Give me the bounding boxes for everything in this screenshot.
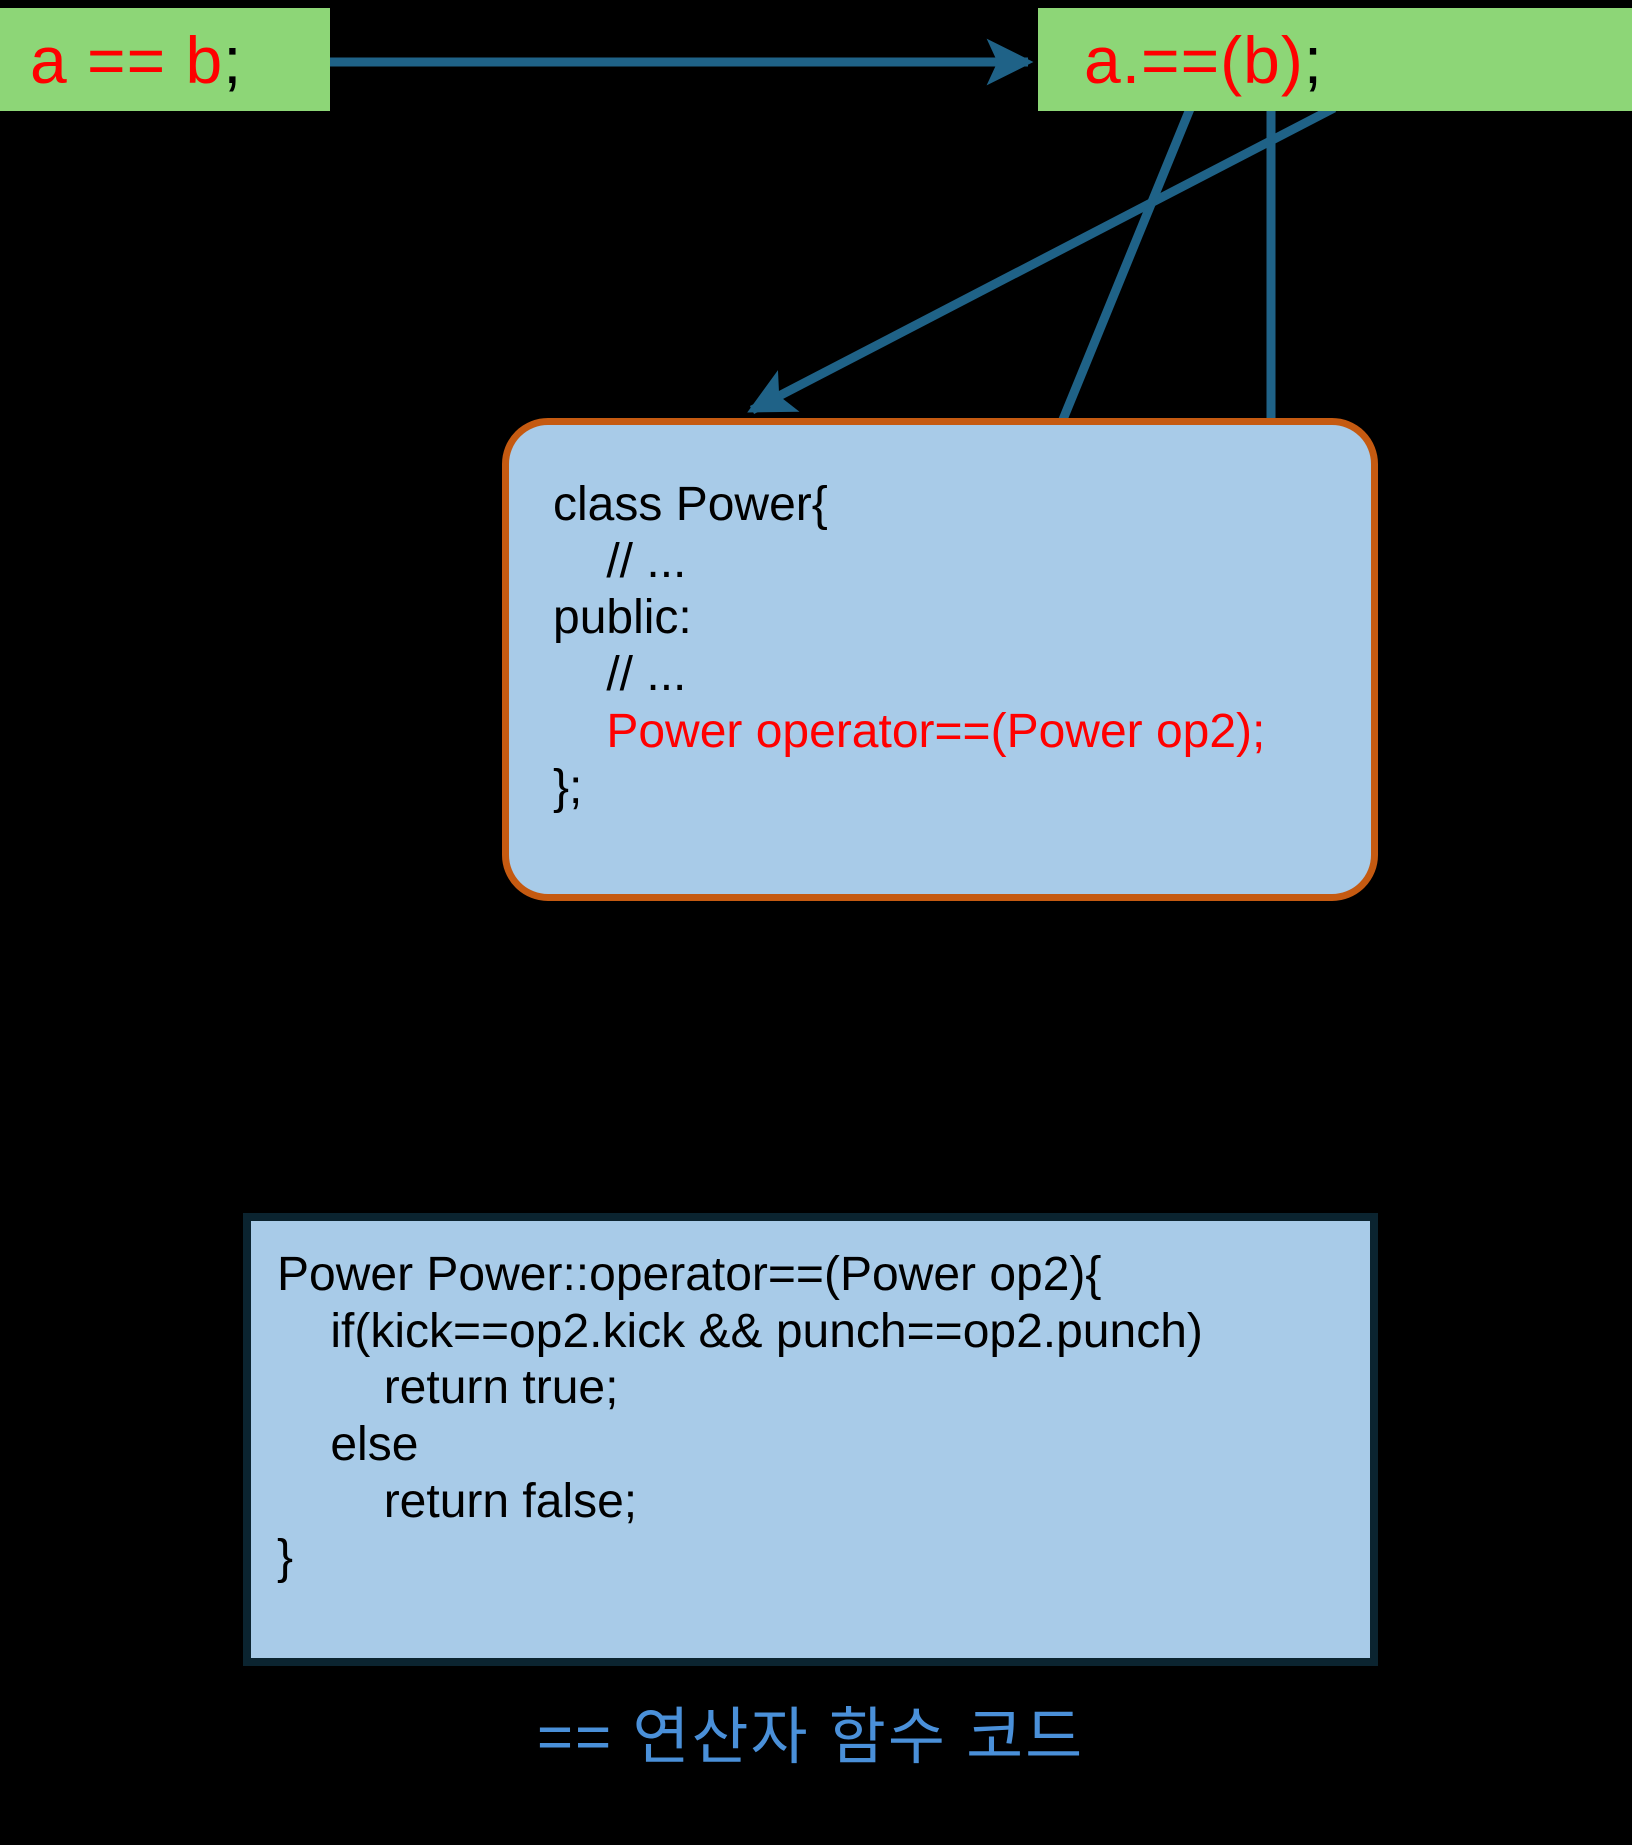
expression-box-translated: a.==(b);: [1038, 8, 1632, 111]
class-code-line: public:: [553, 591, 692, 645]
class-declaration-box: class Power{ // ... public: // ... Power…: [502, 418, 1378, 901]
impl-code-line: if(kick==op2.kick && punch==op2.punch): [277, 1304, 1203, 1358]
expression-translated-terminator: ;: [1303, 22, 1324, 97]
expression-box-original: a == b;: [0, 8, 330, 111]
impl-code-line: }: [277, 1531, 294, 1585]
class-code-line: // ...: [553, 534, 687, 588]
expression-translated-code: a.==(b): [1084, 22, 1304, 97]
class-code-line: };: [553, 761, 583, 815]
expression-original-code: a == b: [30, 22, 224, 97]
arrow-call-to-declaration: [747, 104, 1337, 414]
expression-original-terminator: ;: [223, 22, 243, 97]
class-code-line-operator-declaration: Power operator==(Power op2);: [553, 704, 1266, 758]
operator-implementation-box: Power Power::operator==(Power op2){ if(k…: [243, 1213, 1378, 1666]
impl-code-line: else: [277, 1417, 419, 1471]
class-code-line: // ...: [553, 647, 687, 701]
diagram-caption: == 연산자 함수 코드: [536, 1703, 1085, 1772]
class-code-line: class Power{: [553, 478, 828, 531]
impl-code-line: Power Power::operator==(Power op2){: [277, 1248, 1102, 1301]
impl-code-line: return true;: [277, 1361, 619, 1415]
impl-code-line: return false;: [277, 1474, 638, 1528]
